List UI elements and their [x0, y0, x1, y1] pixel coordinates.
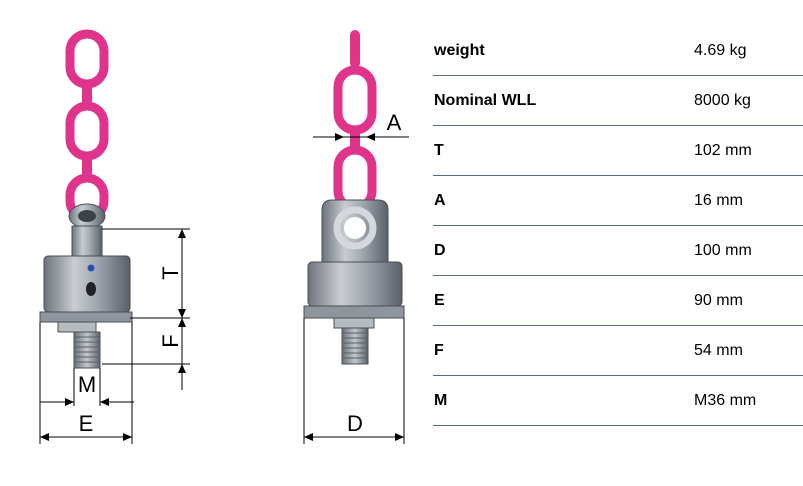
spec-row-nominal-wll: Nominal WLL 8000 kg [433, 76, 803, 126]
spec-row-e: E 90 mm [433, 276, 803, 326]
dim-label-D: D [347, 411, 363, 436]
spec-value: 54 mm [694, 342, 743, 359]
spec-row-f: F 54 mm [433, 326, 803, 376]
spec-value: 100 mm [694, 242, 752, 259]
dim-label-E: E [79, 411, 94, 436]
spec-key: E [434, 292, 445, 309]
dim-label-M: M [78, 372, 96, 397]
spec-key: A [434, 192, 446, 209]
spec-value: 8000 kg [694, 92, 751, 109]
spec-key: T [434, 142, 444, 159]
spec-value: 102 mm [694, 142, 752, 159]
spec-key: Nominal WLL [434, 92, 537, 109]
spec-value: 4.69 kg [694, 42, 747, 59]
dim-label-F: F [158, 334, 183, 347]
spec-key: M [434, 392, 448, 409]
side-view: T F M E [39, 29, 190, 444]
spec-table: weight 4.69 kg Nominal WLL 8000 kg T 102… [433, 26, 803, 426]
spec-row-weight: weight 4.69 kg [433, 26, 803, 76]
spec-row-m: M M36 mm [433, 376, 803, 426]
spec-row-d: D 100 mm [433, 226, 803, 276]
spec-value: M36 mm [694, 392, 757, 409]
spec-value: 16 mm [694, 192, 743, 209]
spec-value: 90 mm [694, 292, 743, 309]
spec-key: D [434, 242, 446, 259]
spec-row-a: A 16 mm [433, 176, 803, 226]
spec-key: F [434, 342, 444, 359]
dim-label-A: A [387, 110, 402, 135]
chain-side [65, 29, 109, 223]
spec-row-t: T 102 mm [433, 126, 803, 176]
spec-key: weight [434, 42, 485, 59]
front-view: A D [303, 30, 409, 444]
technical-drawing: T F M E [39, 29, 409, 444]
dim-label-T: T [158, 266, 183, 279]
